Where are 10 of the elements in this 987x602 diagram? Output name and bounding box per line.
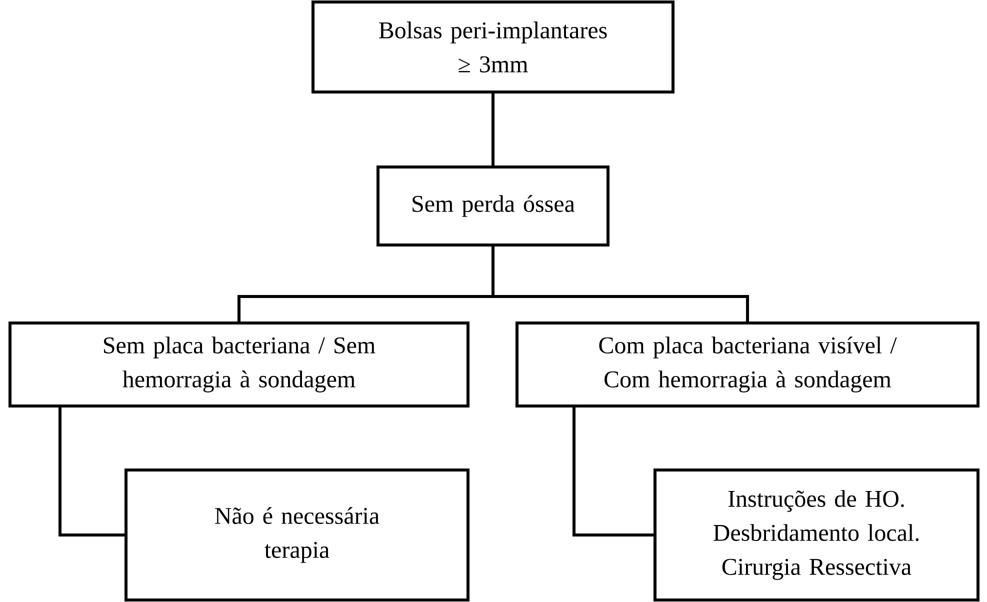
process-box: Com placa bacteriana visível / Com hemorragia à sondagem <box>516 322 980 408</box>
connector-line <box>492 94 494 166</box>
process-box: Sem placa bacteriana / Sem hemorragia à sondagem <box>8 322 470 408</box>
connector-line <box>572 408 654 536</box>
process-box: Instruções de HO. Desbridamento local. Cirurgia Ressectiva <box>654 468 980 602</box>
connector-line <box>492 246 750 322</box>
process-box: Bolsas peri-implantares ≥ 3mm <box>312 0 674 94</box>
process-box: Sem perda óssea <box>376 166 610 246</box>
connector-line <box>58 408 124 536</box>
process-box: Não é necessária terapia <box>124 468 470 602</box>
